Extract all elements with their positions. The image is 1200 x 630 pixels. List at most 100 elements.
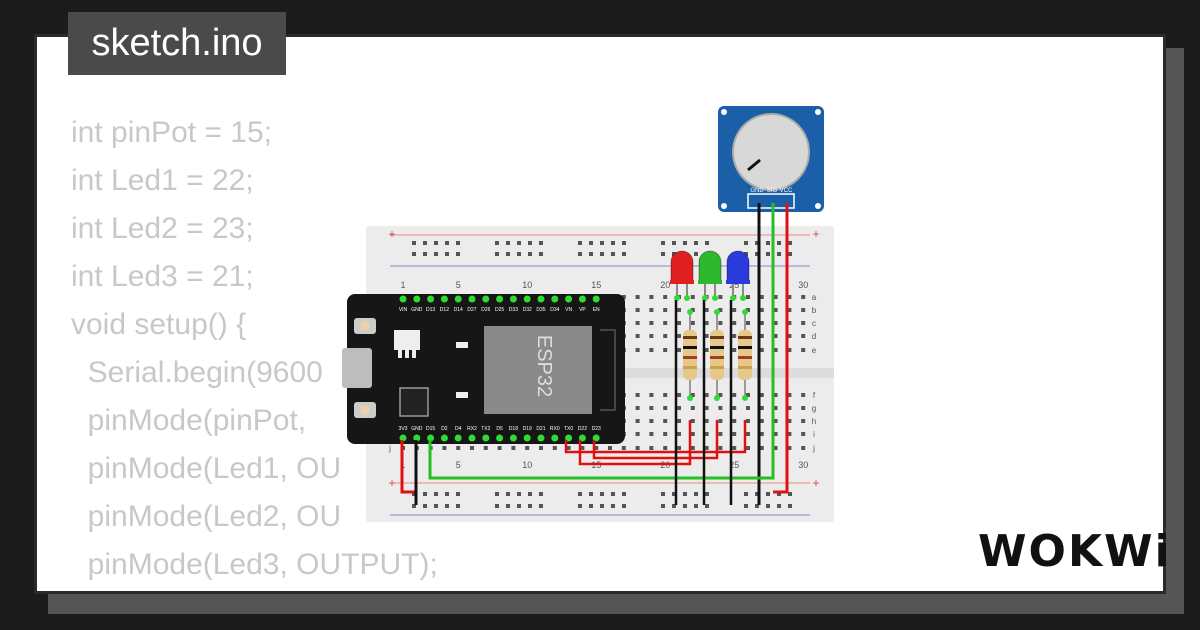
breadboard-hole	[746, 308, 750, 312]
breadboard-hole	[773, 348, 778, 352]
breadboard-hole	[704, 419, 709, 423]
resistor[interactable]	[683, 309, 697, 401]
breadboard-hole	[635, 308, 640, 312]
esp32-pin[interactable]	[592, 434, 600, 442]
rail-hole	[705, 241, 709, 245]
esp32-pin[interactable]	[413, 295, 421, 303]
rail-hole	[423, 252, 427, 256]
esp32-pin[interactable]	[399, 434, 407, 442]
breadboard-hole	[663, 308, 668, 312]
esp32-pin[interactable]	[509, 295, 517, 303]
breadboard-hole	[663, 348, 668, 352]
column-number: 25	[729, 280, 739, 290]
breadboard-hole	[787, 432, 792, 436]
rail-hole	[661, 492, 665, 496]
wire-led3[interactable]	[564, 420, 747, 454]
breadboard-hole	[746, 321, 750, 325]
code-line: int Led2 = 23;	[71, 212, 254, 245]
breadboard-hole	[732, 334, 737, 338]
breadboard-hole	[759, 321, 764, 325]
wokwi-logo[interactable]: WOKWi	[978, 526, 1172, 577]
esp32-pin[interactable]	[468, 295, 476, 303]
resistor[interactable]	[738, 309, 752, 401]
code-line: pinMode(Led2, OU	[71, 500, 342, 533]
esp32-pin[interactable]	[440, 295, 448, 303]
wire-3v3[interactable]	[400, 440, 416, 494]
breadboard-hole	[732, 446, 737, 450]
breadboard-hole	[663, 295, 668, 299]
breadboard-hole	[801, 334, 806, 338]
file-name-tab[interactable]: sketch.ino	[68, 12, 286, 75]
esp32-pin[interactable]	[551, 295, 559, 303]
led-red[interactable]	[670, 250, 694, 301]
rail-hole	[672, 492, 676, 496]
esp32-pin[interactable]	[537, 295, 545, 303]
rail-hole	[539, 252, 543, 256]
esp32-pin[interactable]	[565, 295, 573, 303]
esp32-pin[interactable]	[578, 295, 586, 303]
esp32-pin[interactable]	[565, 434, 573, 442]
rail-hole	[456, 492, 460, 496]
esp32-pin[interactable]	[551, 434, 559, 442]
breadboard-hole	[801, 432, 806, 436]
esp32-pin[interactable]	[468, 434, 476, 442]
rail-hole	[672, 252, 676, 256]
row-letter: c	[812, 319, 816, 328]
potentiometer-knob[interactable]	[732, 113, 810, 191]
rail-hole	[611, 504, 615, 508]
breadboard-hole	[787, 406, 792, 410]
breadboard-hole	[456, 446, 461, 450]
esp32-pin[interactable]	[440, 434, 448, 442]
esp32-pin[interactable]	[427, 295, 435, 303]
breadboard-hole	[787, 446, 792, 450]
esp32-pin-label: D33	[509, 307, 518, 313]
esp32-pin[interactable]	[482, 434, 490, 442]
rail-hole	[434, 252, 438, 256]
esp32-pin[interactable]	[578, 434, 586, 442]
breadboard-hole	[704, 446, 709, 450]
wire-led2[interactable]	[592, 420, 719, 460]
breadboard-hole	[704, 334, 709, 338]
esp32-pin[interactable]	[523, 434, 531, 442]
esp32-pin[interactable]	[509, 434, 517, 442]
rail-hole	[600, 252, 604, 256]
esp32-pin[interactable]	[496, 434, 504, 442]
wire-pot-vcc[interactable]	[773, 203, 789, 494]
regulator	[394, 330, 420, 350]
esp32-pin[interactable]	[413, 434, 421, 442]
breadboard-hole	[718, 295, 723, 299]
breadboard-hole	[608, 446, 612, 450]
esp32-pin[interactable]	[427, 434, 435, 442]
breadboard-hole	[677, 334, 681, 338]
esp32-pin-label: TX0	[564, 426, 573, 432]
potentiometer[interactable]: GND SIG VCC	[718, 106, 824, 212]
esp32-pin[interactable]	[454, 434, 462, 442]
breadboard-hole	[732, 308, 737, 312]
led-blue[interactable]	[726, 250, 750, 301]
breadboard-hole	[663, 419, 668, 423]
esp32-pin[interactable]	[482, 295, 490, 303]
pot-pin-label: VCC	[780, 188, 793, 194]
esp32-pin[interactable]	[592, 295, 600, 303]
esp32-pin[interactable]	[454, 295, 462, 303]
rail-hole	[578, 504, 582, 508]
rail-plus-sign: +	[388, 227, 395, 241]
wire-pot-sig[interactable]	[428, 203, 775, 480]
esp32-pin[interactable]	[523, 295, 531, 303]
esp32-pin[interactable]	[537, 434, 545, 442]
led-green[interactable]	[698, 250, 722, 301]
row-letter: g	[812, 404, 816, 413]
esp32-pin[interactable]	[496, 295, 504, 303]
breadboard-hole	[511, 446, 516, 450]
code-line: pinMode(Led1, OU	[71, 452, 342, 485]
column-number: 1	[400, 280, 405, 290]
esp32-pin-label: EN	[593, 307, 600, 313]
breadboard-hole	[759, 446, 764, 450]
resistor[interactable]	[710, 309, 724, 401]
breadboard-hole	[787, 308, 792, 312]
esp32-pin[interactable]	[399, 295, 407, 303]
rail-hole	[622, 241, 626, 245]
breadboard-hole	[801, 419, 806, 423]
